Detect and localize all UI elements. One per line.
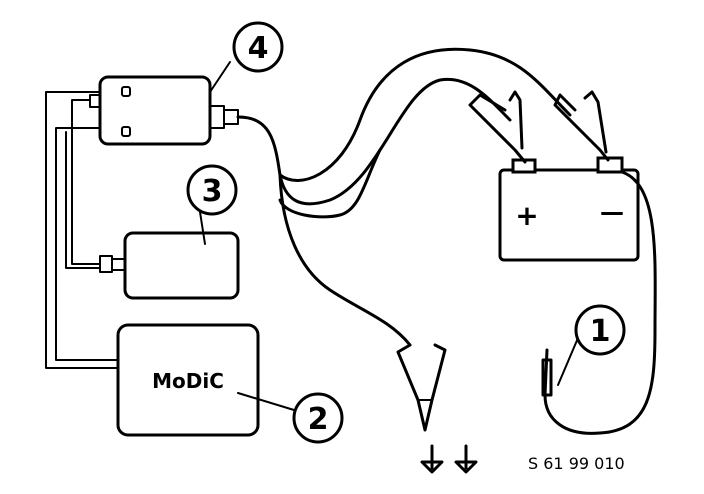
- svg-text:3: 3: [202, 174, 223, 209]
- ground-clamp: [396, 343, 447, 432]
- modic-tester: MoDiC: [116, 323, 260, 437]
- ground-symbol-icon: [420, 444, 478, 474]
- svg-text:1: 1: [590, 314, 611, 349]
- callout-1: 1: [574, 304, 626, 356]
- signal-cables: [45, 91, 119, 369]
- svg-text:2: 2: [308, 402, 329, 437]
- callout-leaders: [199, 61, 579, 411]
- power-cables: [236, 47, 572, 347]
- battery: + —: [498, 156, 640, 262]
- figure-code: S 61 99 010: [528, 454, 625, 473]
- modic-label: MoDiC: [152, 369, 224, 393]
- module-3: [99, 231, 240, 300]
- battery-minus-label: —: [600, 198, 624, 226]
- callout-2: 2: [292, 392, 344, 444]
- svg-text:4: 4: [248, 31, 269, 66]
- battery-clamp-positive: [468, 90, 527, 164]
- callout-3: 3: [186, 164, 238, 216]
- callout-4: 4: [232, 21, 284, 73]
- battery-clamp-negative: [553, 90, 610, 162]
- battery-plus-label: +: [515, 199, 538, 232]
- probe-cable: [541, 170, 657, 435]
- adapter-module-4: [89, 75, 239, 146]
